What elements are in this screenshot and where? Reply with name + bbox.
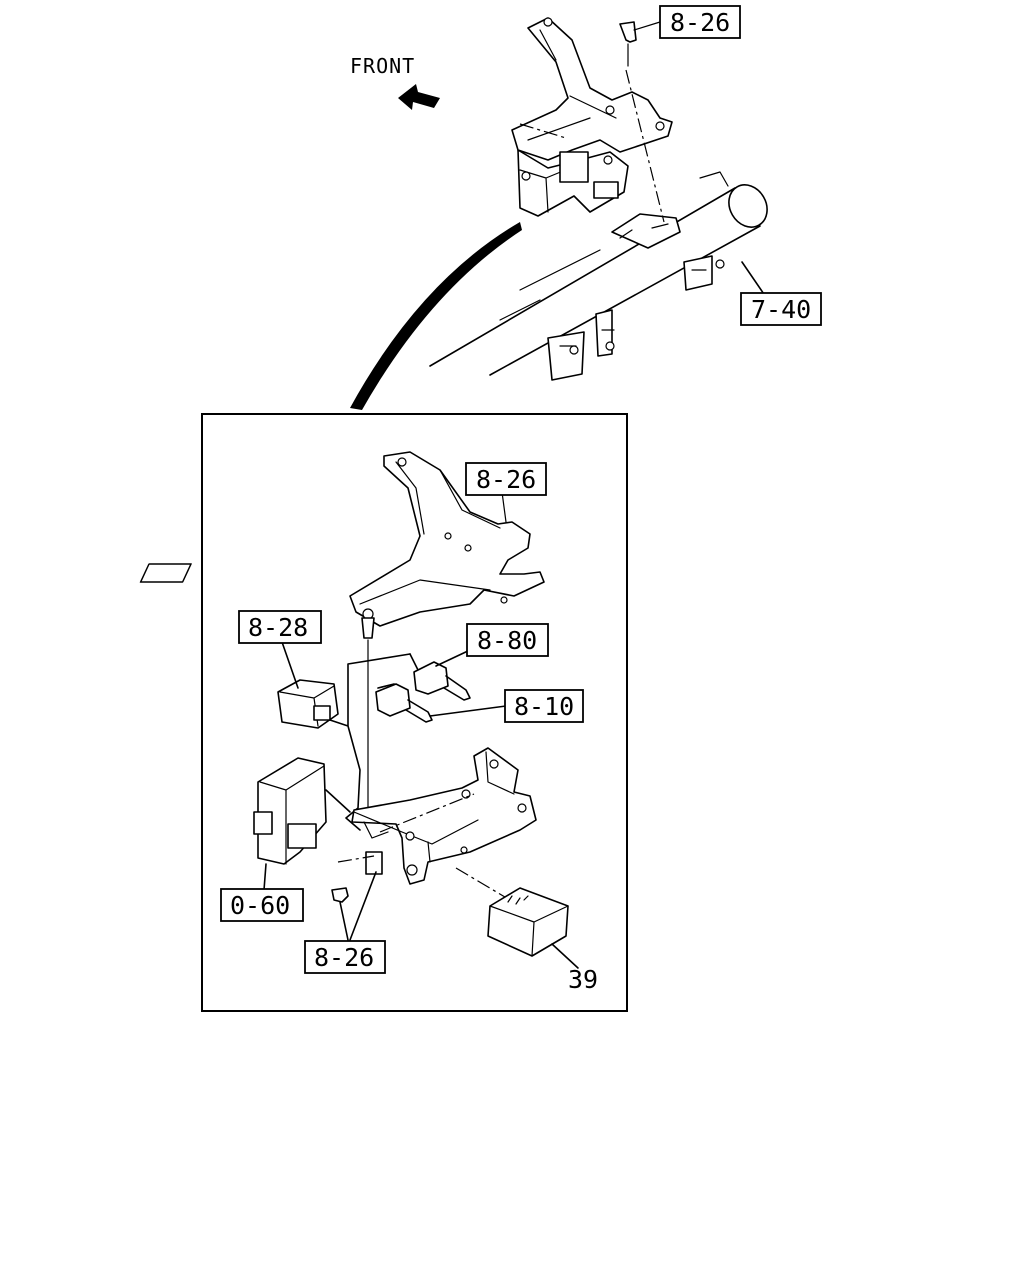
nut-icon: [331, 887, 349, 903]
front-indicator: FRONT: [350, 54, 440, 110]
svg-text:0-60: 0-60: [230, 891, 290, 920]
relay-left: [277, 679, 339, 729]
ref-nut: 8-26: [304, 940, 386, 974]
svg-text:8-28: 8-28: [248, 613, 308, 642]
ref-relay-left: 8-28: [238, 610, 322, 644]
svg-text:8-80: 8-80: [477, 626, 537, 655]
connector-upper: [413, 661, 471, 701]
front-label: FRONT: [350, 54, 415, 78]
upper-mount-bracket: [139, 451, 545, 627]
svg-text:8-10: 8-10: [514, 692, 574, 721]
ref-control-unit: 0-60: [220, 888, 304, 922]
ref-crossmember: 7-40: [740, 292, 822, 326]
connector-lower: [375, 683, 433, 723]
ref-connector-lower: 8-10: [504, 689, 584, 723]
screw-icon: [361, 617, 375, 639]
svg-text:8-26: 8-26: [476, 465, 536, 494]
ref-bracket-upper: 8-26: [465, 462, 547, 496]
front-arrow-icon: [398, 84, 440, 110]
svg-text:7-40: 7-40: [751, 295, 811, 324]
svg-text:8-26: 8-26: [314, 943, 374, 972]
detail-callout-curve: [350, 222, 522, 410]
ref-connector-upper: 8-80: [466, 623, 549, 657]
ref-top-bolt: 8-26: [659, 5, 741, 39]
detail-frame: [201, 413, 628, 1012]
ref-relay-box: 39: [568, 965, 598, 994]
upper-bracket-assembly: [511, 17, 673, 217]
crossmember-beam: [429, 171, 769, 381]
control-unit: [253, 757, 327, 865]
svg-text:8-26: 8-26: [670, 8, 730, 37]
lower-bracket: [351, 747, 537, 885]
relay-box: [487, 887, 569, 957]
